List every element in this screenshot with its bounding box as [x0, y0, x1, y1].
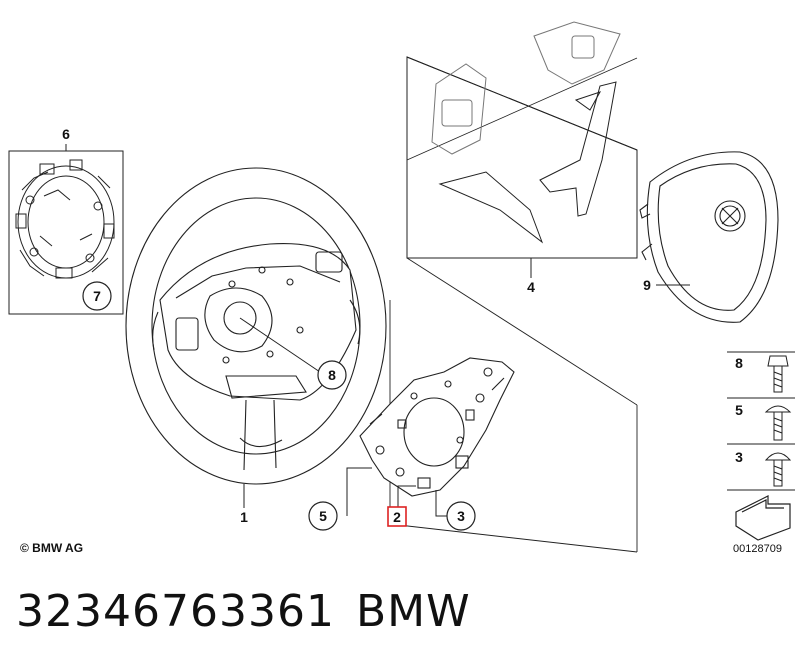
callout-labels: 6 7 8 1 5 2 3 4 9 8 5 3: [62, 126, 743, 525]
bracket-plate-drawing: [359, 357, 515, 497]
callout-2: 2: [393, 509, 401, 525]
trim-detail-frame: [406, 21, 638, 259]
direction-arrow-icon: [735, 495, 791, 541]
legend-label-8: 8: [735, 355, 743, 371]
brand-name: BMW: [356, 586, 471, 637]
parts-diagram: 6 7 8 1 5 2 3 4 9 8 5 3: [8, 21, 795, 553]
callout-9: 9: [643, 277, 651, 293]
fastener-legend: [727, 351, 795, 541]
legend-label-3: 3: [735, 449, 743, 465]
callout-4: 4: [527, 279, 535, 295]
callout-5: 5: [319, 508, 327, 524]
screw-icon-2: [764, 452, 792, 487]
callout-7: 7: [93, 288, 101, 304]
damper-ring-drawing: [15, 159, 115, 279]
diagram-reference-number: 00128709: [733, 543, 782, 555]
callout-8: 8: [328, 367, 336, 383]
copyright-notice: © BMW AG: [20, 541, 84, 555]
screw-icon: [764, 405, 792, 441]
callout-1: 1: [240, 509, 248, 525]
bolt-icon: [767, 355, 789, 393]
callout-6: 6: [62, 126, 70, 142]
steering-wheel-drawing: [125, 167, 387, 485]
part-number: 32346763361: [16, 586, 335, 637]
damper-detail-box: [8, 144, 124, 315]
callout-3: 3: [457, 508, 465, 524]
airbag-drawing: [639, 151, 779, 323]
legend-label-5: 5: [735, 402, 743, 418]
